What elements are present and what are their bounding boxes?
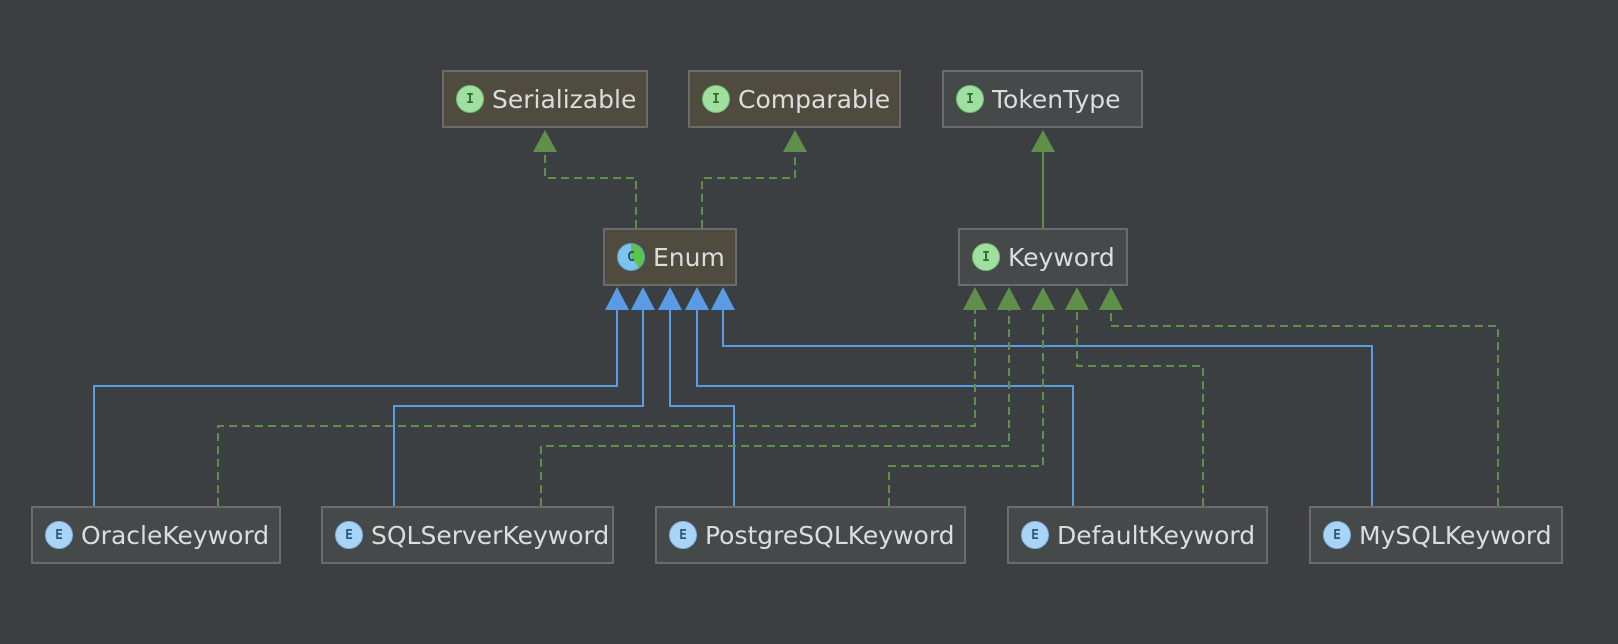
node-label: MySQLKeyword [1359,520,1552,550]
enum-icon: E [45,521,73,549]
node-label: Serializable [492,84,637,114]
edge-oracle-extends-enum [93,306,618,506]
node-label: Enum [653,242,725,272]
enum-icon: E [1323,521,1351,549]
node-label: DefaultKeyword [1057,520,1256,550]
edge-postgresql-extends-enum [669,306,735,506]
node-sqlserverkeyword[interactable]: E SQLServerKeyword [321,506,614,564]
arrowhead-enum-1 [605,287,629,310]
enum-icon: E [669,521,697,549]
edge-enum-implements-serializable [544,146,637,228]
arrowhead-enum-3 [658,287,682,310]
node-comparable[interactable]: I Comparable [688,70,901,128]
enum-icon: E [1021,521,1049,549]
node-label: PostgreSQLKeyword [705,520,955,550]
edge-mysql-extends-enum [722,306,1373,506]
arrowhead-enum-5 [711,287,735,310]
arrowhead-enum-4 [685,287,709,310]
arrowhead-serializable [533,130,557,152]
arrowhead-keyword-4 [1065,287,1089,310]
edge-postgresql-implements-keyword [888,306,1044,506]
node-keyword[interactable]: I Keyword [958,228,1128,286]
node-defaultkeyword[interactable]: E DefaultKeyword [1007,506,1268,564]
arrowhead-keyword-1 [963,287,987,310]
edge-sqlserver-implements-keyword [540,306,1010,506]
node-label: SQLServerKeyword [371,520,610,550]
edge-default-extends-enum [696,306,1074,506]
interface-icon: I [702,85,730,113]
arrowhead-keyword-5 [1099,287,1123,310]
node-postgresqlkeyword[interactable]: E PostgreSQLKeyword [655,506,966,564]
node-oraclekeyword[interactable]: E OracleKeyword [31,506,281,564]
arrowhead-enum-2 [631,287,655,310]
node-enum[interactable]: C Enum [603,228,737,286]
edge-sqlserver-extends-enum [393,306,644,506]
edge-enum-implements-comparable [701,146,796,228]
interface-icon: I [972,243,1000,271]
node-tokentype[interactable]: I TokenType [942,70,1143,128]
node-label: OracleKeyword [81,520,270,550]
node-serializable[interactable]: I Serializable [442,70,648,128]
interface-icon: I [456,85,484,113]
node-label: Comparable [738,84,891,114]
abstract-class-icon: C [617,243,645,271]
edge-oracle-implements-keyword [217,306,976,506]
arrowhead-keyword-2 [997,287,1021,310]
arrowhead-comparable [783,130,807,152]
arrowhead-tokentype [1031,130,1055,152]
node-label: TokenType [992,84,1121,114]
node-mysqlkeyword[interactable]: E MySQLKeyword [1309,506,1563,564]
edge-default-implements-keyword [1076,306,1204,506]
edge-mysql-implements-keyword [1110,306,1499,506]
node-label: Keyword [1008,242,1115,272]
interface-icon: I [956,85,984,113]
arrowhead-keyword-3 [1031,287,1055,310]
enum-icon: E [335,521,363,549]
